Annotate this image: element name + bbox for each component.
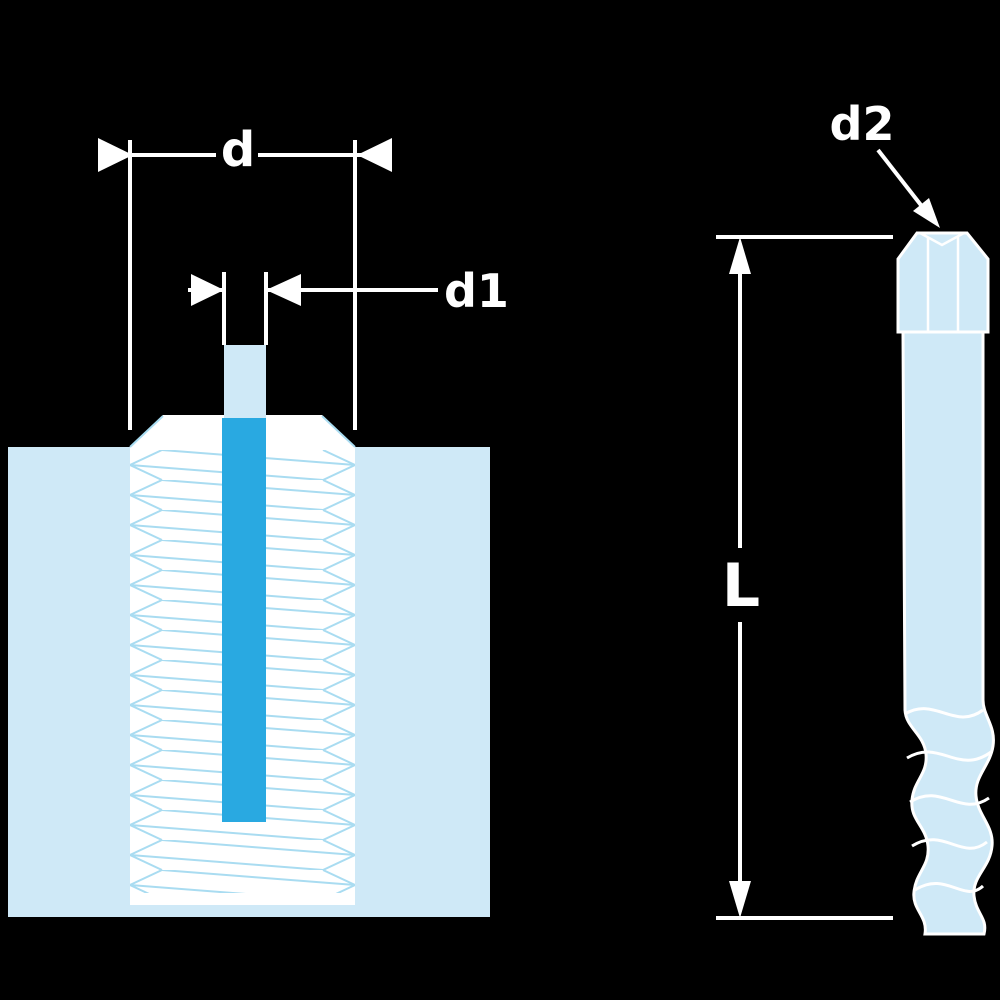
dim-L-arrow-up-icon: [729, 237, 751, 274]
hole-chamfer-lines: [129, 415, 356, 448]
dim-L-arrow-down-icon: [729, 881, 751, 918]
workpiece-section-view: [8, 345, 490, 917]
tool-hex-head: [896, 231, 990, 334]
dim-d1-arrow-right-icon: [266, 274, 301, 306]
dimension-d2: d2: [830, 97, 940, 228]
dim-d2-label: d2: [830, 97, 895, 151]
extractor-rod-top: [224, 345, 266, 418]
dim-d-label: d: [221, 122, 255, 178]
dim-d2-arrow-icon: [913, 198, 940, 228]
dimension-d: d: [98, 122, 392, 430]
tool-spiral-flute-lines: [904, 707, 992, 893]
dimension-L: L: [716, 235, 893, 920]
extractor-rod: [222, 418, 266, 822]
tool-shaft-and-flutes: [901, 330, 995, 936]
tool-hex-facet-lines: [919, 231, 965, 332]
extractor-tool-view: [896, 231, 995, 936]
dim-d1-arrow-left-icon: [191, 274, 224, 306]
dim-d-arrow-right-icon: [357, 138, 392, 172]
dim-d2-leader-line: [876, 148, 926, 211]
dim-L-label: L: [722, 551, 760, 621]
dim-d-arrow-left-icon: [98, 138, 133, 172]
dimension-d1: d1: [188, 264, 509, 345]
dim-d1-label: d1: [444, 264, 509, 318]
